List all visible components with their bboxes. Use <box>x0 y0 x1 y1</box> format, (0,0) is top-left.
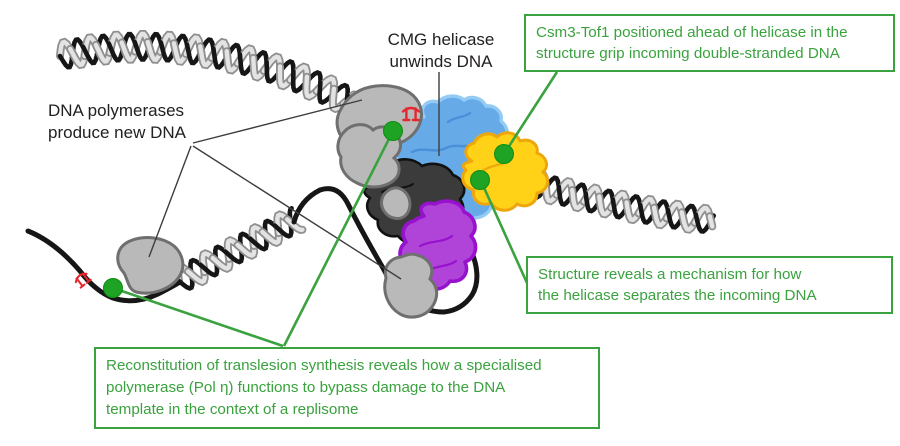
cmg-helicase-detail <box>446 111 472 124</box>
damage-pin-icon-top <box>401 106 421 122</box>
interaction-dot-csm3-bottom <box>470 170 490 190</box>
callout-line-mechanism <box>479 180 529 284</box>
callout-translesion: Reconstitution of translesion synthesis … <box>94 347 600 429</box>
interaction-dot-csm3-top <box>494 144 514 164</box>
polymerase-blob-small <box>380 186 412 220</box>
dna-helix-lower-left <box>174 206 307 291</box>
callout-line-translesion-right <box>282 130 395 347</box>
interaction-dot-lesion <box>103 278 123 298</box>
polymerase-blob-lagging <box>116 236 185 295</box>
polymerase-blob-bottom <box>383 252 439 319</box>
pointer-line-polymerase-top <box>192 99 363 144</box>
pointer-line-polymerase-bottom <box>192 145 402 280</box>
dna-helix-top-left <box>56 30 358 114</box>
callout-line-csm3 <box>502 71 559 155</box>
callout-csm3-tof1: Csm3-Tof1 positioned ahead of helicase i… <box>524 14 895 72</box>
csm3-tof1-blob <box>461 131 550 212</box>
interaction-dot-fork <box>383 121 403 141</box>
callout-helicase-mechanism: Structure reveals a mechanism for how th… <box>526 256 893 314</box>
dna-polymerases-label: DNA polymerases produce new DNA <box>48 101 186 142</box>
cmg-helicase-label: CMG helicase unwinds DNA <box>387 30 495 71</box>
callout-line-translesion-left <box>112 286 284 348</box>
polymerase-blob-mid <box>336 123 403 189</box>
damage-pin-icon-left <box>74 272 92 289</box>
pointer-line-polymerase-lagging <box>148 145 192 258</box>
pol-eta-detail <box>418 234 454 248</box>
